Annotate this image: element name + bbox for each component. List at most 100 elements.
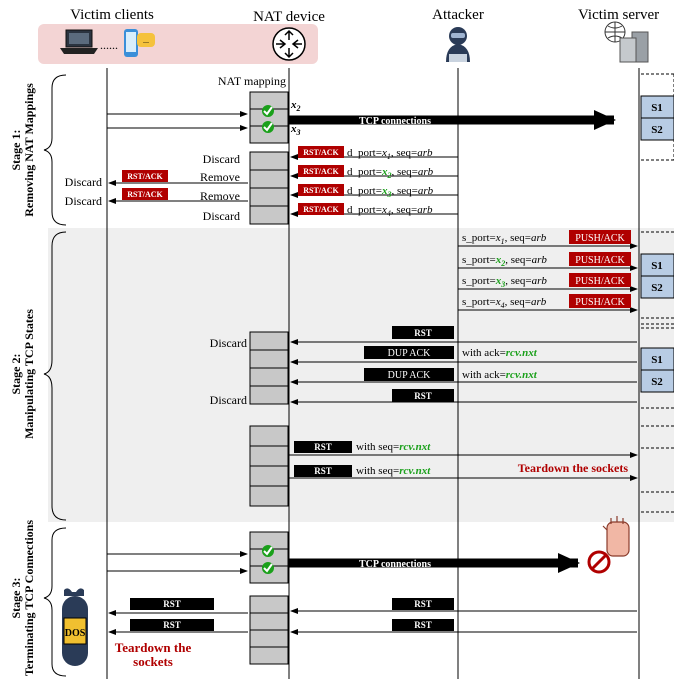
sport-label-1: s_port=x1, seq=arb bbox=[462, 232, 547, 246]
laptop-icon bbox=[60, 29, 98, 54]
rst-box bbox=[294, 465, 352, 477]
server-s2: S2 bbox=[651, 376, 663, 388]
svg-text:DOS: DOS bbox=[65, 628, 86, 639]
svg-text:Stage 1:: Stage 1: bbox=[9, 130, 23, 171]
nat-table-3 bbox=[249, 331, 289, 405]
nat-table-4 bbox=[249, 425, 289, 507]
dport-label-4: d_port=x4, seq=arb bbox=[347, 204, 433, 218]
svg-text:Stage 3:: Stage 3: bbox=[9, 578, 23, 619]
nat-table-5 bbox=[249, 531, 289, 584]
nat-table-1 bbox=[249, 91, 289, 144]
dport-label-3: d_port=x3, seq=arb bbox=[347, 185, 434, 199]
rst-tag: RST bbox=[314, 442, 332, 452]
nat-device-title: NAT device bbox=[253, 9, 325, 25]
dup-ack-tag: DUP ACK bbox=[388, 370, 431, 381]
svg-text:Stage 2:: Stage 2: bbox=[9, 354, 23, 395]
server-state-stage1 bbox=[640, 73, 674, 161]
nat-action-2: Remove bbox=[200, 170, 240, 184]
nat-mapping-label: NAT mapping bbox=[218, 74, 286, 88]
sport-label-4: s_port=x4, seq=arb bbox=[462, 296, 547, 310]
svg-text:...: ... bbox=[143, 36, 149, 45]
teardown-sockets-l1: Teardown the bbox=[115, 640, 192, 655]
fwd-rst-ack-box bbox=[122, 188, 168, 200]
dos-bomb-icon: DOS bbox=[62, 588, 88, 666]
server-s2: S2 bbox=[651, 124, 663, 136]
rst-ack-tag: RST/ACK bbox=[303, 148, 339, 157]
stage2-brace bbox=[43, 231, 67, 521]
tcp-connections-label: TCP connections bbox=[359, 116, 431, 127]
server-s2: S2 bbox=[651, 282, 663, 294]
rst-box bbox=[392, 326, 454, 339]
rst-tag: RST bbox=[163, 599, 181, 609]
stop-hand-icon bbox=[587, 516, 630, 574]
x2-label: x2 bbox=[290, 99, 301, 113]
fwd-rst-ack-tag: RST/ACK bbox=[127, 190, 163, 199]
rst-box bbox=[392, 598, 454, 610]
nat-action-4: Discard bbox=[203, 209, 240, 223]
tcp-connections-label-2: TCP connections bbox=[359, 559, 431, 570]
nat-table-6 bbox=[249, 595, 289, 665]
svg-text:Removing NAT Mappings: Removing NAT Mappings bbox=[22, 83, 36, 217]
teardown-sockets-l2: sockets bbox=[133, 654, 173, 669]
victim-server-title: Victim server bbox=[578, 7, 659, 23]
nat-action-1: Discard bbox=[203, 152, 240, 166]
stage3-brace bbox=[43, 527, 67, 677]
push-ack-arrows bbox=[458, 243, 638, 313]
nat-discard-2: Discard bbox=[210, 393, 247, 407]
push-ack-tag: PUSH/ACK bbox=[575, 297, 625, 308]
phone-icon: ... bbox=[124, 29, 155, 57]
stage2-label: Stage 2: Manipulating TCP States bbox=[9, 309, 36, 439]
rst-tag: RST bbox=[414, 328, 432, 338]
dport-label-1: d_port=x1, seq=arb bbox=[347, 147, 433, 161]
nat-table-2 bbox=[249, 151, 289, 225]
rst-box bbox=[130, 598, 214, 610]
rst-tag: RST bbox=[163, 620, 181, 630]
server-s1: S1 bbox=[651, 102, 663, 114]
with-ack-label: with ack=rcv.nxt bbox=[462, 347, 538, 359]
sport-label-3: s_port=x3, seq=arb bbox=[462, 275, 547, 289]
rst-ack-labels bbox=[298, 146, 344, 215]
nat-discard-1: Discard bbox=[210, 336, 247, 350]
push-ack-boxes bbox=[569, 230, 631, 308]
clients-header-box bbox=[38, 24, 318, 64]
svg-text:Terminating TCP Connections: Terminating TCP Connections bbox=[22, 520, 36, 676]
green-check-icon bbox=[262, 545, 274, 557]
router-icon bbox=[272, 27, 306, 61]
server-icon bbox=[604, 21, 649, 63]
stage1-brace bbox=[43, 74, 67, 226]
teardown-label: Teardown the sockets bbox=[518, 461, 629, 475]
green-check-icon bbox=[262, 562, 274, 574]
client-discard-1: Discard bbox=[65, 175, 102, 189]
attacker-title: Attacker bbox=[432, 7, 484, 23]
with-seq-label: with seq=rcv.nxt bbox=[356, 465, 431, 477]
push-ack-tag: PUSH/ACK bbox=[575, 255, 625, 266]
stage1-label: Stage 1: Removing NAT Mappings bbox=[9, 83, 36, 217]
green-check-icon bbox=[262, 121, 274, 133]
server-response-arrows bbox=[290, 339, 637, 405]
nat-action-3: Remove bbox=[200, 189, 240, 203]
server-s1: S1 bbox=[651, 260, 663, 272]
rst-box bbox=[130, 619, 214, 631]
dup-ack-box bbox=[364, 368, 454, 381]
rst-box bbox=[392, 619, 454, 631]
rst-tag: RST bbox=[414, 599, 432, 609]
server-state-stage2a bbox=[640, 231, 674, 325]
dotted-link: ...... bbox=[100, 38, 118, 52]
rst-tag: RST bbox=[314, 466, 332, 476]
rst-tag: RST bbox=[414, 391, 432, 401]
x3-label: x3 bbox=[290, 123, 301, 137]
with-seq-label: with seq=rcv.nxt bbox=[356, 441, 431, 453]
green-check-icon bbox=[262, 105, 274, 117]
fwd-rst-ack-box bbox=[122, 170, 168, 182]
rst-ack-tag: RST/ACK bbox=[303, 167, 339, 176]
fwd-rst-ack-tag: RST/ACK bbox=[127, 172, 163, 181]
sport-label-2: s_port=x2, seq=arb bbox=[462, 254, 547, 268]
dup-ack-tag: DUP ACK bbox=[388, 348, 431, 359]
rst-tag: RST bbox=[414, 620, 432, 630]
dup-ack-box bbox=[364, 346, 454, 359]
server-s1: S1 bbox=[651, 354, 663, 366]
rst-ack-tag: RST/ACK bbox=[303, 205, 339, 214]
server-state-stage2c bbox=[641, 425, 674, 513]
rst-box bbox=[392, 389, 454, 402]
